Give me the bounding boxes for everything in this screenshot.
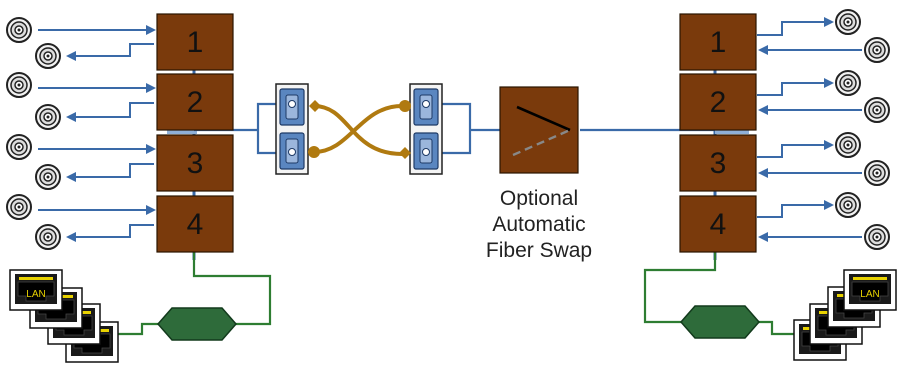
- module-number: 2: [710, 86, 727, 119]
- right-network-switch-icon: [680, 305, 760, 339]
- fiber-connector-icon: [413, 132, 439, 170]
- bnc-connector-icon: [35, 224, 61, 250]
- fiber-swap-label-line-2: Automatic: [492, 213, 585, 236]
- right-module-stack: 1 2 3 4: [679, 13, 757, 253]
- module-number: 4: [187, 208, 204, 241]
- fiber-connector-icon: [413, 88, 439, 126]
- output-arrow: [757, 140, 834, 158]
- switch-alt-path-icon: [512, 128, 571, 157]
- lan-label: LAN: [860, 289, 879, 300]
- output-arrow: [757, 78, 834, 96]
- fiber-end-diamond: [309, 100, 321, 112]
- fiber-end-dot: [399, 100, 411, 112]
- right-patch-panel: [409, 83, 443, 175]
- crossed-fiber-cords: [308, 100, 411, 159]
- right-lan-link: [643, 250, 800, 336]
- bnc-connector-icon: [864, 224, 890, 250]
- bnc-connector-icon: [6, 134, 32, 160]
- left-lan-ports: LAN: [9, 269, 119, 363]
- fiber-end-dot: [308, 146, 320, 158]
- bnc-connector-icon: [6, 194, 32, 220]
- left-lan-link: [110, 250, 272, 336]
- module-number: 2: [187, 86, 204, 119]
- fiber-swap-label: Optional Automatic Fiber Swap: [486, 187, 592, 262]
- bnc-connector-icon: [35, 164, 61, 190]
- bnc-connector-icon: [864, 97, 890, 123]
- fiber-end-diamond: [399, 147, 411, 159]
- bnc-connector-icon: [35, 43, 61, 69]
- left-module-1[interactable]: 1: [156, 13, 234, 71]
- right-io-ports: [757, 9, 890, 250]
- switch-blade-icon: [516, 105, 571, 132]
- left-patch-panel: [275, 83, 309, 175]
- right-module-2[interactable]: 2: [679, 73, 757, 131]
- left-module-2[interactable]: 2: [156, 73, 234, 131]
- left-network-switch-icon: [157, 307, 237, 341]
- module-number: 3: [710, 147, 727, 180]
- left-module-4[interactable]: 4: [156, 195, 234, 253]
- output-arrow: [66, 224, 154, 242]
- bnc-connector-icon: [835, 192, 861, 218]
- output-arrow: [66, 163, 154, 182]
- bnc-connector-icon: [835, 9, 861, 35]
- output-arrow: [757, 17, 834, 36]
- fiber-swap-switch[interactable]: [499, 86, 579, 174]
- left-io-ports: [6, 17, 156, 250]
- module-number: 4: [710, 208, 727, 241]
- fiber-swap-label-line-3: Fiber Swap: [486, 239, 592, 262]
- module-number: 3: [187, 147, 204, 180]
- fiber-swap-label-line-1: Optional: [500, 187, 578, 210]
- left-module-stack: 1 2 3 4: [156, 13, 234, 253]
- output-arrow: [757, 200, 834, 218]
- left-module-3[interactable]: 3: [156, 134, 234, 192]
- panel-to-swap-link: [440, 102, 500, 155]
- bnc-connector-icon: [6, 17, 32, 43]
- fiber-connector-icon: [279, 88, 305, 126]
- module-number: 1: [187, 26, 204, 59]
- fiber-connector-icon: [279, 132, 305, 170]
- bnc-connector-icon: [864, 37, 890, 63]
- right-module-3[interactable]: 3: [679, 134, 757, 192]
- bnc-connector-icon: [835, 70, 861, 96]
- lan-label: LAN: [26, 289, 45, 300]
- bnc-connector-icon: [35, 104, 61, 130]
- right-module-1[interactable]: 1: [679, 13, 757, 71]
- bnc-connector-icon: [835, 132, 861, 158]
- bnc-connector-icon: [6, 72, 32, 98]
- module-number: 1: [710, 26, 727, 59]
- right-module-4[interactable]: 4: [679, 195, 757, 253]
- bnc-connector-icon: [864, 160, 890, 186]
- right-lan-ports: LAN: [793, 269, 897, 361]
- output-arrow: [66, 43, 154, 61]
- output-arrow: [66, 102, 154, 122]
